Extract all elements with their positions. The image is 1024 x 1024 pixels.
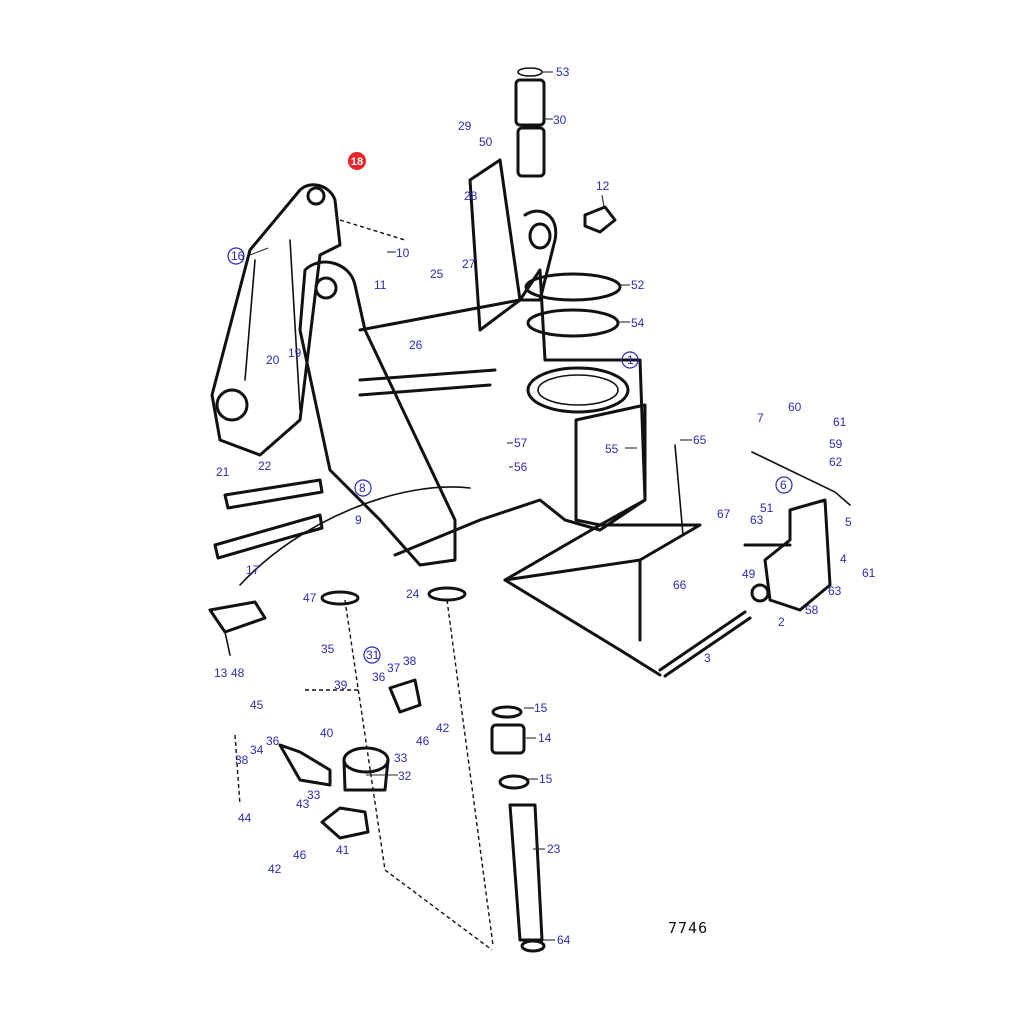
part-label-48[interactable]: 48 bbox=[231, 666, 245, 680]
part-label-36-top[interactable]: 36 bbox=[372, 670, 386, 684]
part-label-38-top[interactable]: 38 bbox=[403, 654, 417, 668]
part-label-59[interactable]: 59 bbox=[829, 437, 843, 451]
part-label-52[interactable]: 52 bbox=[631, 278, 645, 292]
part-label-2[interactable]: 2 bbox=[778, 615, 785, 629]
part-label-5[interactable]: 5 bbox=[845, 515, 852, 529]
part-label-13[interactable]: 13 bbox=[214, 666, 228, 680]
part-label-62[interactable]: 62 bbox=[829, 455, 843, 469]
part-label-22[interactable]: 22 bbox=[258, 459, 272, 473]
leader-lines bbox=[249, 71, 692, 941]
part-label-8[interactable]: 8 bbox=[359, 481, 366, 495]
part-label-17[interactable]: 17 bbox=[246, 563, 260, 577]
part-label-3[interactable]: 3 bbox=[704, 651, 711, 665]
part-label-33-top[interactable]: 33 bbox=[394, 751, 408, 765]
part-label-46-top[interactable]: 46 bbox=[416, 734, 430, 748]
part-label-15-bottom[interactable]: 15 bbox=[539, 772, 553, 786]
part-labels: 53 30 29 50 28 12 10 16 25 27 11 52 54 2… bbox=[214, 65, 876, 947]
part-label-27[interactable]: 27 bbox=[462, 257, 476, 271]
part-label-44[interactable]: 44 bbox=[238, 811, 252, 825]
part-label-33-bottom[interactable]: 33 bbox=[307, 788, 321, 802]
part-label-25[interactable]: 25 bbox=[430, 267, 444, 281]
part-label-61-top[interactable]: 61 bbox=[833, 415, 847, 429]
part-label-1[interactable]: 1 bbox=[627, 353, 634, 367]
part-label-21[interactable]: 21 bbox=[216, 465, 230, 479]
part-label-51[interactable]: 51 bbox=[760, 501, 774, 515]
part-label-20[interactable]: 20 bbox=[266, 353, 280, 367]
part-label-42-bottom[interactable]: 42 bbox=[268, 862, 282, 876]
part-label-24[interactable]: 24 bbox=[406, 587, 420, 601]
part-label-7[interactable]: 7 bbox=[757, 411, 764, 425]
highlight-marker-18[interactable]: 18 bbox=[348, 152, 366, 170]
part-label-16[interactable]: 16 bbox=[231, 249, 245, 263]
part-label-38-bottom[interactable]: 38 bbox=[235, 753, 249, 767]
part-label-11[interactable]: 11 bbox=[374, 278, 387, 292]
part-label-54[interactable]: 54 bbox=[631, 316, 645, 330]
part-label-63-top[interactable]: 63 bbox=[750, 513, 764, 527]
part-label-31[interactable]: 31 bbox=[366, 648, 380, 662]
part-label-12[interactable]: 12 bbox=[596, 179, 610, 193]
part-label-63-bottom[interactable]: 63 bbox=[828, 584, 842, 598]
part-label-34[interactable]: 34 bbox=[250, 743, 264, 757]
part-label-41[interactable]: 41 bbox=[336, 843, 350, 857]
drawing-lines bbox=[208, 67, 851, 953]
part-label-28[interactable]: 28 bbox=[464, 189, 478, 203]
part-label-61-bottom[interactable]: 61 bbox=[862, 566, 876, 580]
part-label-45[interactable]: 45 bbox=[250, 698, 264, 712]
part-label-47[interactable]: 47 bbox=[303, 591, 317, 605]
part-label-10[interactable]: 10 bbox=[396, 246, 410, 260]
part-label-39[interactable]: 39 bbox=[334, 678, 348, 692]
part-label-15-top[interactable]: 15 bbox=[534, 701, 548, 715]
part-label-67[interactable]: 67 bbox=[717, 507, 731, 521]
part-label-46-bottom[interactable]: 46 bbox=[293, 848, 307, 862]
drawing-reference-number: 7746 bbox=[668, 919, 708, 937]
part-label-36-bottom[interactable]: 36 bbox=[266, 734, 280, 748]
part-label-9[interactable]: 9 bbox=[355, 513, 362, 527]
part-label-66[interactable]: 66 bbox=[673, 578, 687, 592]
circled-labels bbox=[227, 247, 793, 664]
part-label-42-top[interactable]: 42 bbox=[436, 721, 450, 735]
part-label-40[interactable]: 40 bbox=[320, 726, 334, 740]
part-label-30[interactable]: 30 bbox=[553, 113, 567, 127]
part-label-50[interactable]: 50 bbox=[479, 135, 493, 149]
part-label-35[interactable]: 35 bbox=[321, 642, 335, 656]
part-label-65[interactable]: 65 bbox=[693, 433, 707, 447]
part-label-53[interactable]: 53 bbox=[556, 65, 570, 79]
part-label-43[interactable]: 43 bbox=[296, 797, 310, 811]
part-label-6[interactable]: 6 bbox=[780, 478, 787, 492]
part-label-56[interactable]: 56 bbox=[514, 460, 528, 474]
part-label-23[interactable]: 23 bbox=[547, 842, 561, 856]
part-label-37[interactable]: 37 bbox=[387, 661, 401, 675]
part-label-58[interactable]: 58 bbox=[805, 603, 819, 617]
part-label-55[interactable]: 55 bbox=[605, 442, 619, 456]
part-label-29[interactable]: 29 bbox=[458, 119, 472, 133]
part-label-4[interactable]: 4 bbox=[840, 552, 847, 566]
part-label-19[interactable]: 19 bbox=[288, 346, 302, 360]
part-label-49[interactable]: 49 bbox=[742, 567, 756, 581]
part-label-60[interactable]: 60 bbox=[788, 400, 802, 414]
part-label-57[interactable]: 57 bbox=[514, 436, 528, 450]
part-label-64[interactable]: 64 bbox=[557, 933, 571, 947]
part-label-26[interactable]: 26 bbox=[409, 338, 423, 352]
part-label-18: 18 bbox=[351, 156, 363, 168]
part-label-32[interactable]: 32 bbox=[398, 769, 412, 783]
part-label-14[interactable]: 14 bbox=[538, 731, 552, 745]
